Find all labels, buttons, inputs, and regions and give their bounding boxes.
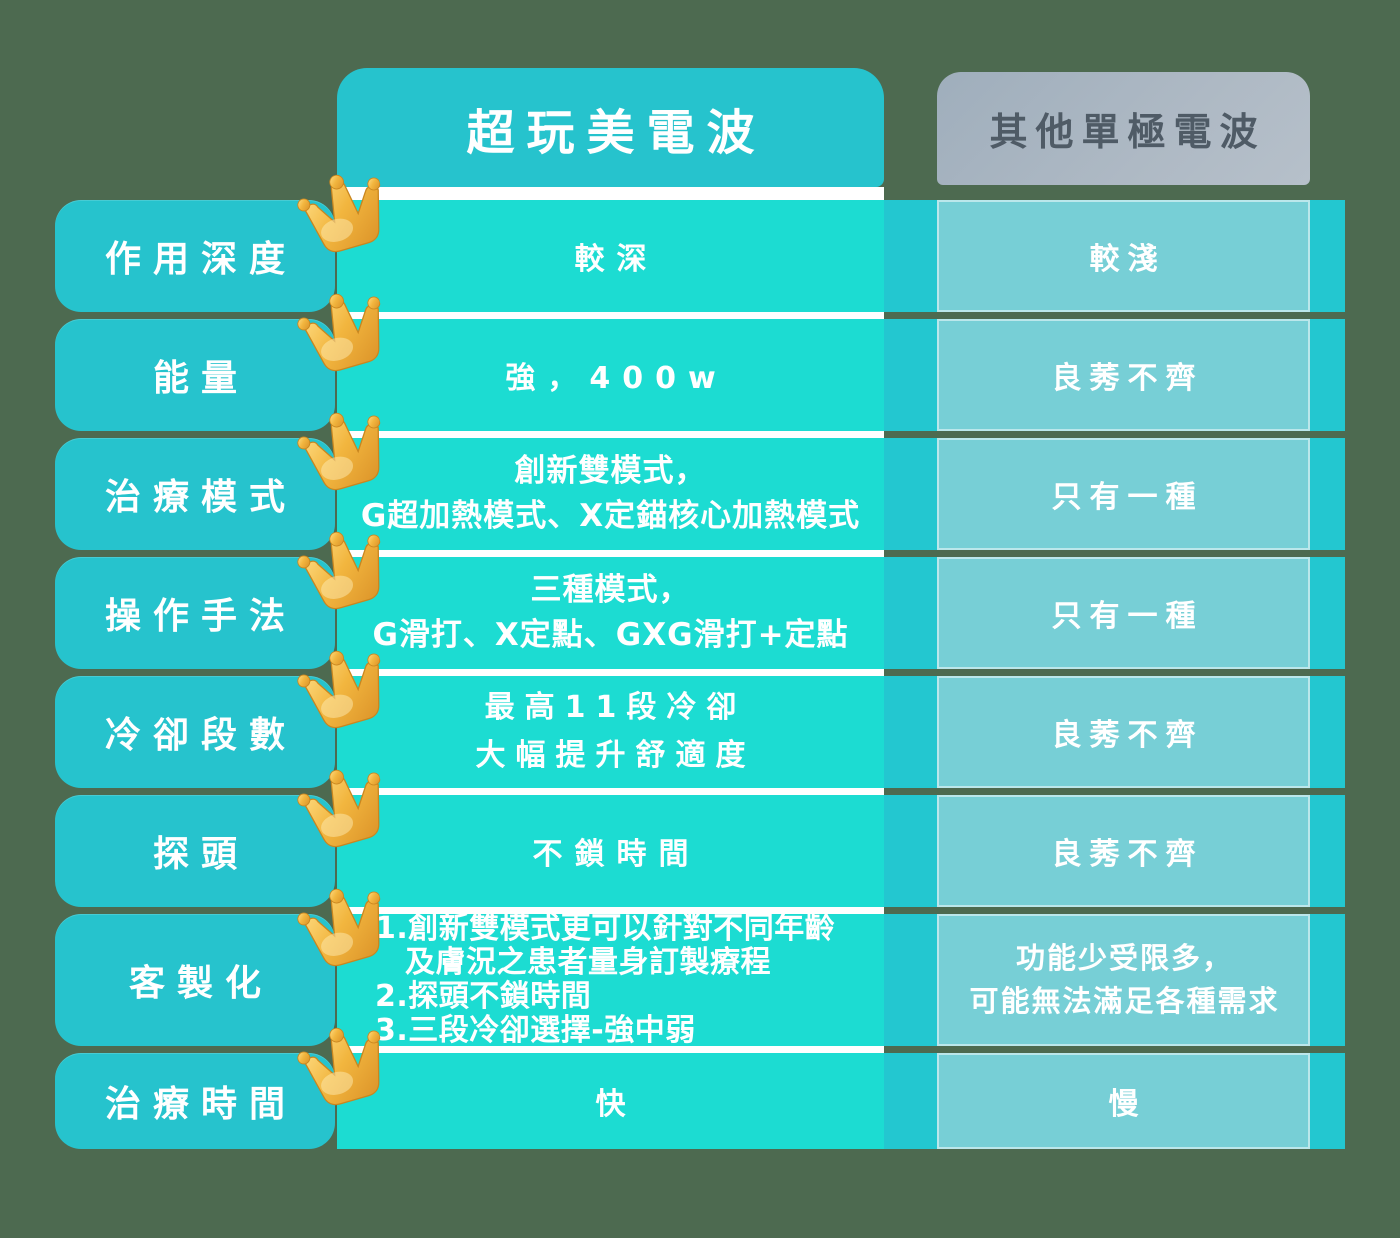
other-products-column: 其他單極電波 較淺 良莠不齊 只有一種 只有一種	[884, 68, 1345, 1149]
row-label-energy: 能量	[55, 319, 335, 431]
other-cell-energy: 良莠不齊	[937, 319, 1310, 431]
main-cell-line2: G超加熱模式、X定錨核心加熱模式	[360, 498, 861, 534]
other-cell-value: 良莠不齊	[1051, 718, 1204, 753]
main-cell-probe: 不鎖時間	[297, 769, 884, 907]
other-cell-customization: 功能少受限多， 可能無法滿足各種需求	[937, 914, 1310, 1046]
row-label-mode: 治療模式	[55, 438, 335, 550]
other-cell-band: 較淺	[884, 200, 1345, 312]
main-cell-depth: 較深	[297, 174, 884, 312]
main-cell-technique: 三種模式， G滑打、X定點、GXG滑打+定點	[297, 531, 884, 669]
row-label-technique: 操作手法	[55, 557, 335, 669]
main-cell-value: 不鎖時間	[532, 837, 701, 872]
main-cell-line2: G滑打、X定點、GXG滑打+定點	[372, 617, 849, 653]
other-column-header: 其他單極電波	[937, 72, 1310, 185]
main-cell-value: 1.創新雙模式更可以針對不同年齡 及膚況之患者量身訂製療程 2.探頭不鎖時間 3…	[337, 910, 884, 1049]
other-cell-line2: 可能無法滿足各種需求	[969, 984, 1280, 1018]
main-column-header: 超玩美電波	[337, 68, 884, 187]
main-product-column: 超玩美電波 較深 強，400w 創新雙模式， G超	[297, 68, 884, 1149]
other-cell-probe: 良莠不齊	[937, 795, 1310, 907]
custom-item-1: 1.創新雙模式更可以針對不同年齡	[375, 910, 836, 946]
main-cell-value: 創新雙模式， G超加熱模式、X定錨核心加熱模式	[361, 449, 860, 539]
main-cell-value: 最高11段冷卻 大幅提升舒適度	[466, 684, 756, 780]
other-cell-value: 慢	[1108, 1087, 1147, 1122]
other-rows: 較淺 良莠不齊 只有一種 只有一種 良莠不齊	[884, 200, 1345, 1149]
other-cell-value: 較淺	[1089, 242, 1166, 277]
row-label-depth: 作用深度	[55, 200, 335, 312]
main-cell-customization: 1.創新雙模式更可以針對不同年齡 及膚況之患者量身訂製療程 2.探頭不鎖時間 3…	[297, 888, 884, 1049]
other-cell-value: 良莠不齊	[1051, 837, 1204, 872]
other-cell-depth: 較淺	[937, 200, 1310, 312]
other-cell-line1: 功能少受限多，	[1015, 940, 1233, 975]
other-cell-value: 只有一種	[1051, 480, 1204, 515]
other-cell-cooling: 良莠不齊	[937, 676, 1310, 788]
main-cell-value: 較深	[574, 242, 659, 277]
main-rows: 較深 強，400w 創新雙模式， G超加熱模式、X定錨核心加熱模式	[297, 174, 884, 1149]
other-cell-time: 慢	[937, 1053, 1310, 1149]
main-cell-value: 快	[595, 1087, 638, 1122]
custom-item-1b: 及膚況之患者量身訂製療程	[405, 944, 771, 980]
other-cell-technique: 只有一種	[937, 557, 1310, 669]
row-label-probe: 探頭	[55, 795, 335, 907]
row-label-customization: 客製化	[55, 914, 335, 1046]
other-cell-value: 良莠不齊	[1051, 361, 1204, 396]
main-cell-time: 快	[297, 1027, 884, 1149]
main-cell-value: 強，400w	[505, 361, 728, 396]
row-label-cooling: 冷卻段數	[55, 676, 335, 788]
other-cell-band: 良莠不齊	[884, 795, 1345, 907]
row-label-column: 作用深度 能量 治療模式 操作手法 冷卻段數 探頭 客製化 治療時間	[55, 200, 335, 1149]
other-cell-value: 只有一種	[1051, 599, 1204, 634]
main-cell-value: 三種模式， G滑打、X定點、GXG滑打+定點	[372, 568, 848, 658]
row-label-time: 治療時間	[55, 1053, 335, 1149]
other-cell-band: 功能少受限多， 可能無法滿足各種需求	[884, 914, 1345, 1046]
other-cell-band: 良莠不齊	[884, 319, 1345, 431]
main-cell-cooling: 最高11段冷卻 大幅提升舒適度	[297, 650, 884, 788]
other-cell-band: 只有一種	[884, 557, 1345, 669]
main-cell-mode: 創新雙模式， G超加熱模式、X定錨核心加熱模式	[297, 412, 884, 550]
other-cell-value: 功能少受限多， 可能無法滿足各種需求	[967, 937, 1279, 1024]
custom-item-2: 2.探頭不鎖時間	[375, 979, 592, 1014]
main-cell-energy: 強，400w	[297, 293, 884, 431]
custom-item-3: 3.三段冷卻選擇-強中弱	[375, 1013, 696, 1049]
other-cell-band: 良莠不齊	[884, 676, 1345, 788]
main-cell-line1: 三種模式，	[530, 572, 691, 609]
other-cell-mode: 只有一種	[937, 438, 1310, 550]
main-cell-line1: 創新雙模式，	[514, 453, 707, 490]
other-cell-band: 只有一種	[884, 438, 1345, 550]
main-cell-line2: 大幅提升舒適度	[475, 738, 756, 773]
main-cell-line1: 最高11段冷卻	[484, 690, 747, 725]
other-cell-band: 慢	[884, 1053, 1345, 1149]
